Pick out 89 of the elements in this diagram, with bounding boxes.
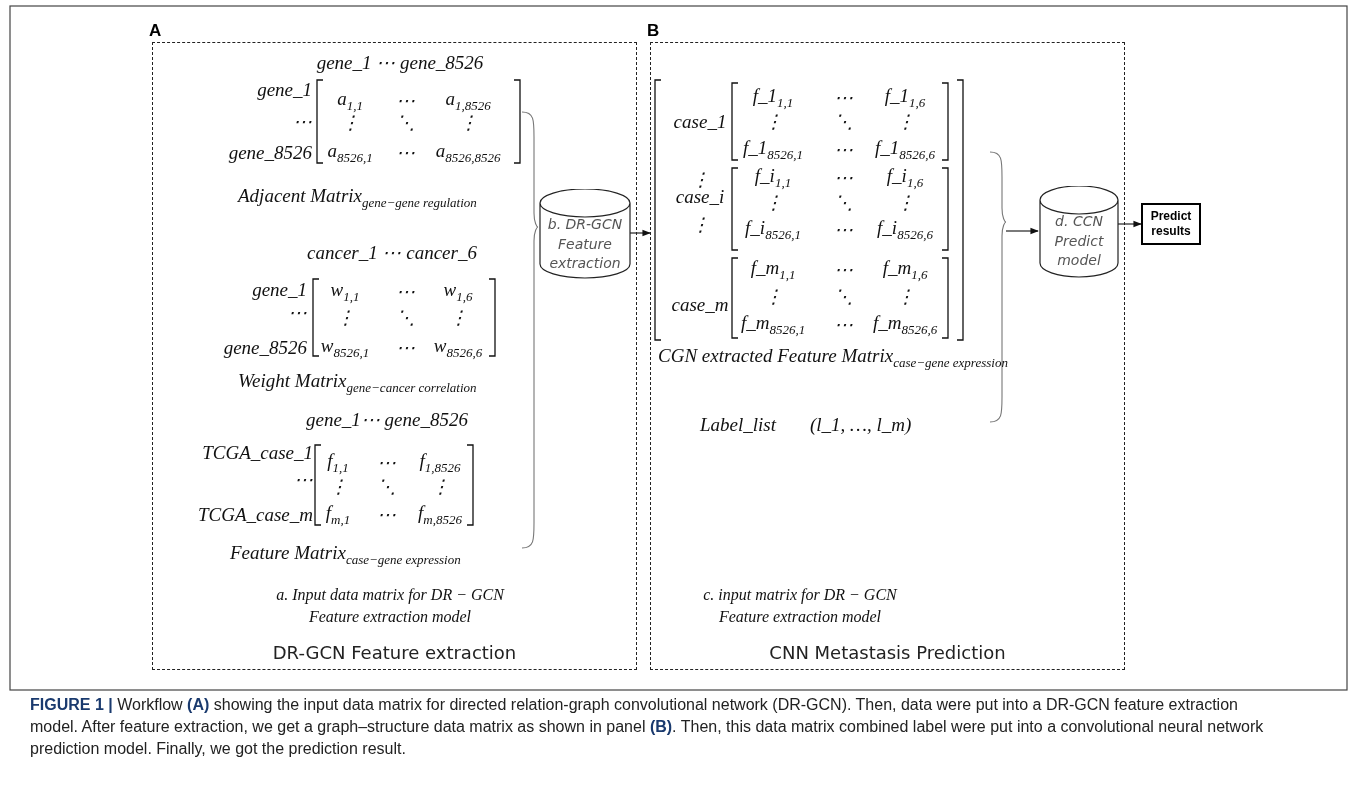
row-label: case_1 <box>673 111 727 133</box>
matrix-entry: ⋱ <box>395 112 415 134</box>
matrix-entry: f_1$_{1,1}$ <box>752 85 794 111</box>
matrix-entry: f_i$_{8526,1}$ <box>745 217 801 243</box>
matrix-entry: ⋱ <box>833 111 853 133</box>
matrix-entry: f_m$_{1,6}$ <box>882 257 928 283</box>
matrix-entry: ⋮ <box>448 307 468 329</box>
row-label: ⋮ <box>690 214 710 236</box>
matrix-entry: ⋯ <box>833 314 853 336</box>
matrix-entry: ⋮ <box>763 111 783 133</box>
matrix-entry: ⋮ <box>458 112 478 134</box>
matrix-entry: f_1$_{1,6}$ <box>884 85 926 111</box>
row-label: case_m <box>671 294 729 316</box>
matrix-entry: f$_{m,8526}$ <box>418 502 462 528</box>
matrix-entry: f_m$_{1,1}$ <box>750 257 796 283</box>
matrix-entry: ⋮ <box>328 476 348 498</box>
panel-note: c. input matrix for DR − GCN Feature extraction model <box>702 584 899 627</box>
matrix-entry: ⋯ <box>395 281 415 303</box>
matrix-entry: w$_{8526,6}$ <box>433 335 483 361</box>
row-label: TCGA_case_1 <box>202 442 313 464</box>
column-header: cancer_1 ⋯ cancer_6 <box>307 242 477 264</box>
matrix-entry: ⋯ <box>833 139 853 161</box>
row-label: ⋯ <box>288 302 307 324</box>
matrix-entry: a$_{8526,1}$ <box>327 140 373 166</box>
panel-note: a. Input data matrix for DR − GCN Feature extraction model <box>275 584 506 627</box>
arrow <box>1117 220 1142 228</box>
matrix-entry: ⋮ <box>763 286 783 308</box>
matrix-entry: f_1$_{8526,6}$ <box>875 137 935 163</box>
figure-caption: FIGURE 1 | Workflow (A) showing the input data matrix for directed relation-graph convolutional network (DR-GCN). Then, data were put into a DR-GCN feature extraction model. After feature extraction, we get a graph–structure data matrix as shown in panel (B). Then, this data matrix combined label were put into a convolutional neural network prediction model. Finally, we got the prediction result. <box>30 695 1265 759</box>
matrix-entry: a$_{8526,8526}$ <box>435 140 501 166</box>
row-label: TCGA_case_m <box>197 504 313 526</box>
row-label: ⋯ <box>294 469 313 491</box>
matrix-entry: ⋯ <box>833 87 853 109</box>
matrix-entry: ⋮ <box>430 476 450 498</box>
matrix-caption: CGN extracted Feature Matrix$_{case−gene expression}$ <box>658 345 1008 371</box>
matrix-entry: ⋯ <box>395 337 415 359</box>
row-label: gene_1 <box>257 79 312 101</box>
matrix-entry: ⋯ <box>395 90 415 112</box>
matrix-entry: a$_{1,8526}$ <box>445 88 491 114</box>
matrix-entry: ⋯ <box>376 452 396 474</box>
matrix-entry: f$_{1,8526}$ <box>419 450 461 476</box>
database-cylinder: d. CCN Predict model <box>1039 186 1119 278</box>
row-label: ⋯ <box>293 111 312 133</box>
matrix-caption: Adjacent Matrix$_{gene−gene regulation}$ <box>238 185 477 211</box>
matrix-entry: ⋯ <box>833 167 853 189</box>
matrix-entry: f$_{m,1}$ <box>325 502 351 528</box>
matrix-entry: a$_{1,1}$ <box>337 88 363 114</box>
matrix-entry: ⋱ <box>395 307 415 329</box>
row-label: gene_1 <box>252 279 307 301</box>
matrix-entry: ⋯ <box>376 504 396 526</box>
matrix-entry: f_i$_{1,6}$ <box>886 165 924 191</box>
matrix-entry: ⋱ <box>833 286 853 308</box>
matrix-entry: ⋯ <box>395 142 415 164</box>
list-label: Label_list <box>700 414 776 436</box>
matrix-entry: ⋮ <box>763 192 783 214</box>
matrix-entry: ⋱ <box>376 476 396 498</box>
panel-letter: A <box>149 21 162 41</box>
matrix-entry: ⋮ <box>340 112 360 134</box>
matrix-entry: ⋱ <box>833 192 853 214</box>
matrix-entry: ⋮ <box>335 307 355 329</box>
arrow <box>629 229 651 237</box>
row-label: gene_8526 <box>228 142 312 164</box>
matrix-entry: w$_{1,1}$ <box>330 279 360 305</box>
matrix-entry: ⋮ <box>895 111 915 133</box>
row-label: ⋮ <box>690 169 710 190</box>
matrix-entry: f_1$_{8526,1}$ <box>743 137 803 163</box>
arrow <box>1005 227 1039 235</box>
list-value: (l_1, …, l_m) <box>810 414 912 436</box>
column-header: gene_1⋯ gene_8526 <box>306 409 468 431</box>
matrix-entry: ⋯ <box>833 259 853 281</box>
matrix-entry: ⋮ <box>895 286 915 308</box>
matrix-entry: w$_{1,6}$ <box>443 279 473 305</box>
panel-letter: B <box>647 21 660 41</box>
database-cylinder: b. DR-GCN Feature extraction <box>539 189 631 279</box>
panel-title: DR-GCN Feature extraction <box>272 642 517 663</box>
panel-title: CNN Metastasis Prediction <box>769 642 1006 663</box>
matrix-entry: ⋮ <box>895 192 915 214</box>
matrix-entry: ⋯ <box>833 219 853 241</box>
column-header: gene_1 ⋯ gene_8526 <box>316 52 484 74</box>
matrix-entry: f_i$_{1,1}$ <box>754 165 792 191</box>
matrix-caption: Weight Matrix$_{gene−cancer correlation}$ <box>238 370 477 396</box>
matrix-entry: f_m$_{8526,6}$ <box>872 312 938 338</box>
matrix-entry: f_i$_{8526,6}$ <box>877 217 933 243</box>
matrix-entry: w$_{8526,1}$ <box>320 335 370 361</box>
matrix-caption: Feature Matrix$_{case−gene expression}$ <box>230 542 461 568</box>
result-box: Predict results <box>1141 203 1201 245</box>
matrix-entry: f_m$_{8526,1}$ <box>740 312 806 338</box>
row-label: gene_8526 <box>223 337 307 359</box>
matrix-entry: f$_{1,1}$ <box>327 450 349 476</box>
